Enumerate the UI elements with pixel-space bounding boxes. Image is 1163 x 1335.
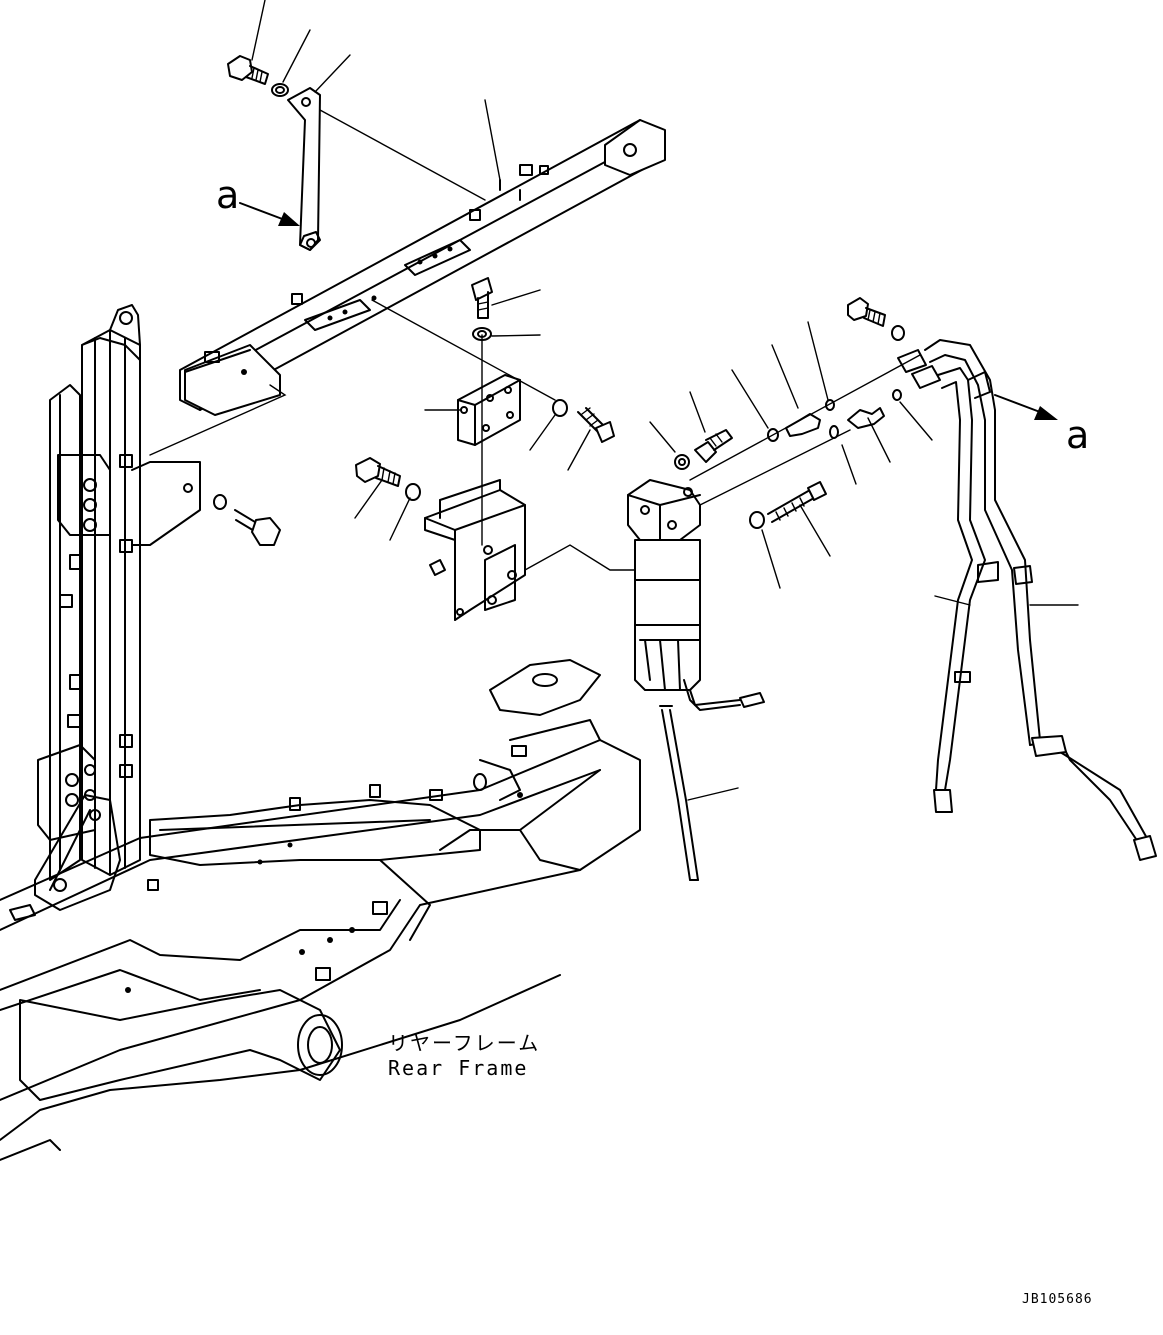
leader-lines [149,0,1079,801]
vertical-post [34,304,201,911]
filter-brackets [355,277,615,621]
frame-label-en: Rear Frame [388,1056,528,1080]
drawing-code: JB105686 [1022,1292,1093,1307]
top-beam [179,119,666,416]
fuel-filter [627,479,765,881]
view-marker-right: a [1066,413,1089,457]
post-bolt [213,494,281,546]
top-stay [227,55,321,251]
view-marker-left: a [216,173,239,217]
frame-label-jp: リヤーフレーム [388,1031,540,1055]
fuel-hoses [897,339,1157,861]
view-arrow-right [994,394,1058,420]
fittings [674,297,905,529]
view-arrow-left [239,202,300,226]
rear-frame [0,659,641,1161]
